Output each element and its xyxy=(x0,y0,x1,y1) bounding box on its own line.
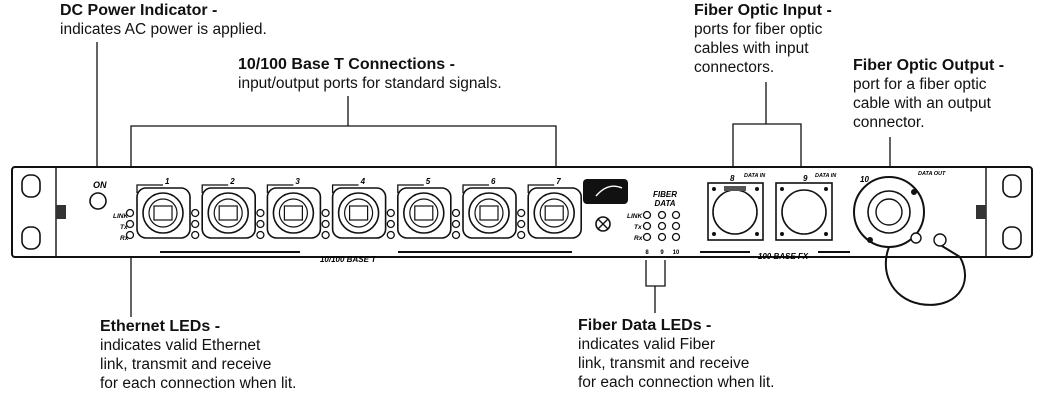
ethernet-ports: 1 2 3 4 5 6 7 xyxy=(125,177,583,240)
ethernet-led xyxy=(321,219,330,229)
fiber-leds-callout: Fiber Data LEDs - indicates valid Fiber … xyxy=(578,316,774,392)
ethernet-led xyxy=(321,208,330,218)
base-t-label: 10/100 BASE T xyxy=(320,255,377,264)
callout-body: indicates valid Ethernet link, transmit … xyxy=(100,337,297,392)
ethernet-led xyxy=(321,230,330,240)
port-number: 3 xyxy=(295,177,300,186)
callout-body: port for a fiber optic cable with an out… xyxy=(853,76,991,131)
port-number: 7 xyxy=(556,177,561,186)
port-number: 4 xyxy=(360,177,366,186)
ethernet-port-5: 5 xyxy=(386,177,452,240)
ethernet-led xyxy=(451,230,461,240)
data-out-label: DATA OUT xyxy=(918,171,946,177)
ethernet-port-1: 1 xyxy=(125,177,191,240)
fiber-input-callout: Fiber Optic Input - ports for fiber opti… xyxy=(694,1,832,77)
fiber-link-label: LINK xyxy=(627,213,643,220)
ethernet-led xyxy=(386,230,395,240)
rx-label: Rx xyxy=(120,235,129,242)
ethernet-port-6: 6 xyxy=(451,177,517,240)
data-label: DATA xyxy=(654,199,675,208)
callout-title: Fiber Data LEDs - xyxy=(578,317,712,334)
ethernet-port-2: 2 xyxy=(191,177,256,240)
ethernet-led xyxy=(517,219,526,229)
ethernet-port-3: 3 xyxy=(256,177,322,240)
base-t-callout: 10/100 Base T Connections - input/output… xyxy=(238,55,502,93)
callout-body: indicates valid Fiber link, transmit and… xyxy=(578,336,775,391)
ethernet-led xyxy=(191,230,200,240)
fiber-input-port-8: 8 DATA IN xyxy=(707,173,766,241)
fiber-rx-label: Rx xyxy=(634,235,643,242)
ethernet-led xyxy=(256,230,265,240)
port-number: 6 xyxy=(491,177,496,186)
fiber-data-leds: FIBER DATA LINK Tx Rx 8 9 10 xyxy=(627,190,681,256)
brand-logo xyxy=(583,179,628,204)
callout-title: DC Power Indicator - xyxy=(60,2,218,19)
dc-power-callout: DC Power Indicator - indicates AC power … xyxy=(60,1,267,39)
fiber-led xyxy=(642,221,652,231)
ethernet-port-4: 4 xyxy=(321,177,387,240)
fiber-led xyxy=(642,210,652,220)
fiber-led xyxy=(671,232,681,242)
fiber-output-callout: Fiber Optic Output - port for a fiber op… xyxy=(853,56,1004,132)
fiber-led xyxy=(657,232,667,242)
base-fx-label: 100 BASE FX xyxy=(758,252,809,261)
fiber-led xyxy=(671,221,681,231)
port-number: 2 xyxy=(229,177,235,186)
data-in-label: DATA IN xyxy=(744,173,766,179)
fiber-led xyxy=(657,210,667,220)
data-in-label: DATA IN xyxy=(815,173,837,179)
ethernet-led xyxy=(191,208,200,218)
ethernet-led xyxy=(256,219,265,229)
ethernet-led-labels: LINK Tx Rx xyxy=(113,213,129,242)
ethernet-led xyxy=(256,208,265,218)
callout-title: Ethernet LEDs - xyxy=(100,318,221,335)
callout-body: indicates AC power is applied. xyxy=(60,21,267,38)
on-label: ON xyxy=(93,180,107,190)
port-number: 9 xyxy=(803,174,808,183)
power-led xyxy=(89,192,107,210)
ethernet-led xyxy=(517,208,526,218)
port-number: 8 xyxy=(730,174,735,183)
callout-body: ports for fiber optic cables with input … xyxy=(694,21,823,76)
fiber-input-port-9: 9 DATA IN xyxy=(775,173,837,241)
ethernet-led xyxy=(386,208,395,218)
fiber-led xyxy=(642,232,652,242)
callout-title: 10/100 Base T Connections - xyxy=(238,56,455,73)
fiber-led-number: 8 xyxy=(645,250,649,256)
ethernet-led xyxy=(125,208,135,218)
port-number: 1 xyxy=(165,177,170,186)
callout-title: Fiber Optic Input - xyxy=(694,2,832,19)
link-label: LINK xyxy=(113,213,129,220)
ethernet-port-7: 7 xyxy=(517,177,583,240)
ethernet-led xyxy=(191,219,200,229)
fiber-led-number: 9 xyxy=(660,250,664,256)
ethernet-led xyxy=(386,219,395,229)
ethernet-led xyxy=(517,230,526,240)
fiber-led-number: 10 xyxy=(673,250,680,256)
ethernet-led xyxy=(451,219,461,229)
port-number: 5 xyxy=(426,177,431,186)
fiber-label: FIBER xyxy=(653,190,677,199)
callout-body: input/output ports for standard signals. xyxy=(238,75,502,92)
callout-title: Fiber Optic Output - xyxy=(853,57,1005,74)
fiber-tx-label: Tx xyxy=(634,224,642,231)
fiber-led xyxy=(671,210,681,220)
fiber-led xyxy=(657,221,667,231)
ethernet-led xyxy=(125,230,135,240)
ethernet-led xyxy=(451,208,461,218)
fiber-output-port-10: 10 DATA OUT xyxy=(853,171,966,306)
ethernet-led xyxy=(125,219,135,229)
power-indicator: ON xyxy=(89,180,107,210)
port-number: 10 xyxy=(860,175,869,184)
tx-label: Tx xyxy=(120,224,128,231)
ethernet-leds-callout: Ethernet LEDs - indicates valid Ethernet… xyxy=(100,317,296,393)
